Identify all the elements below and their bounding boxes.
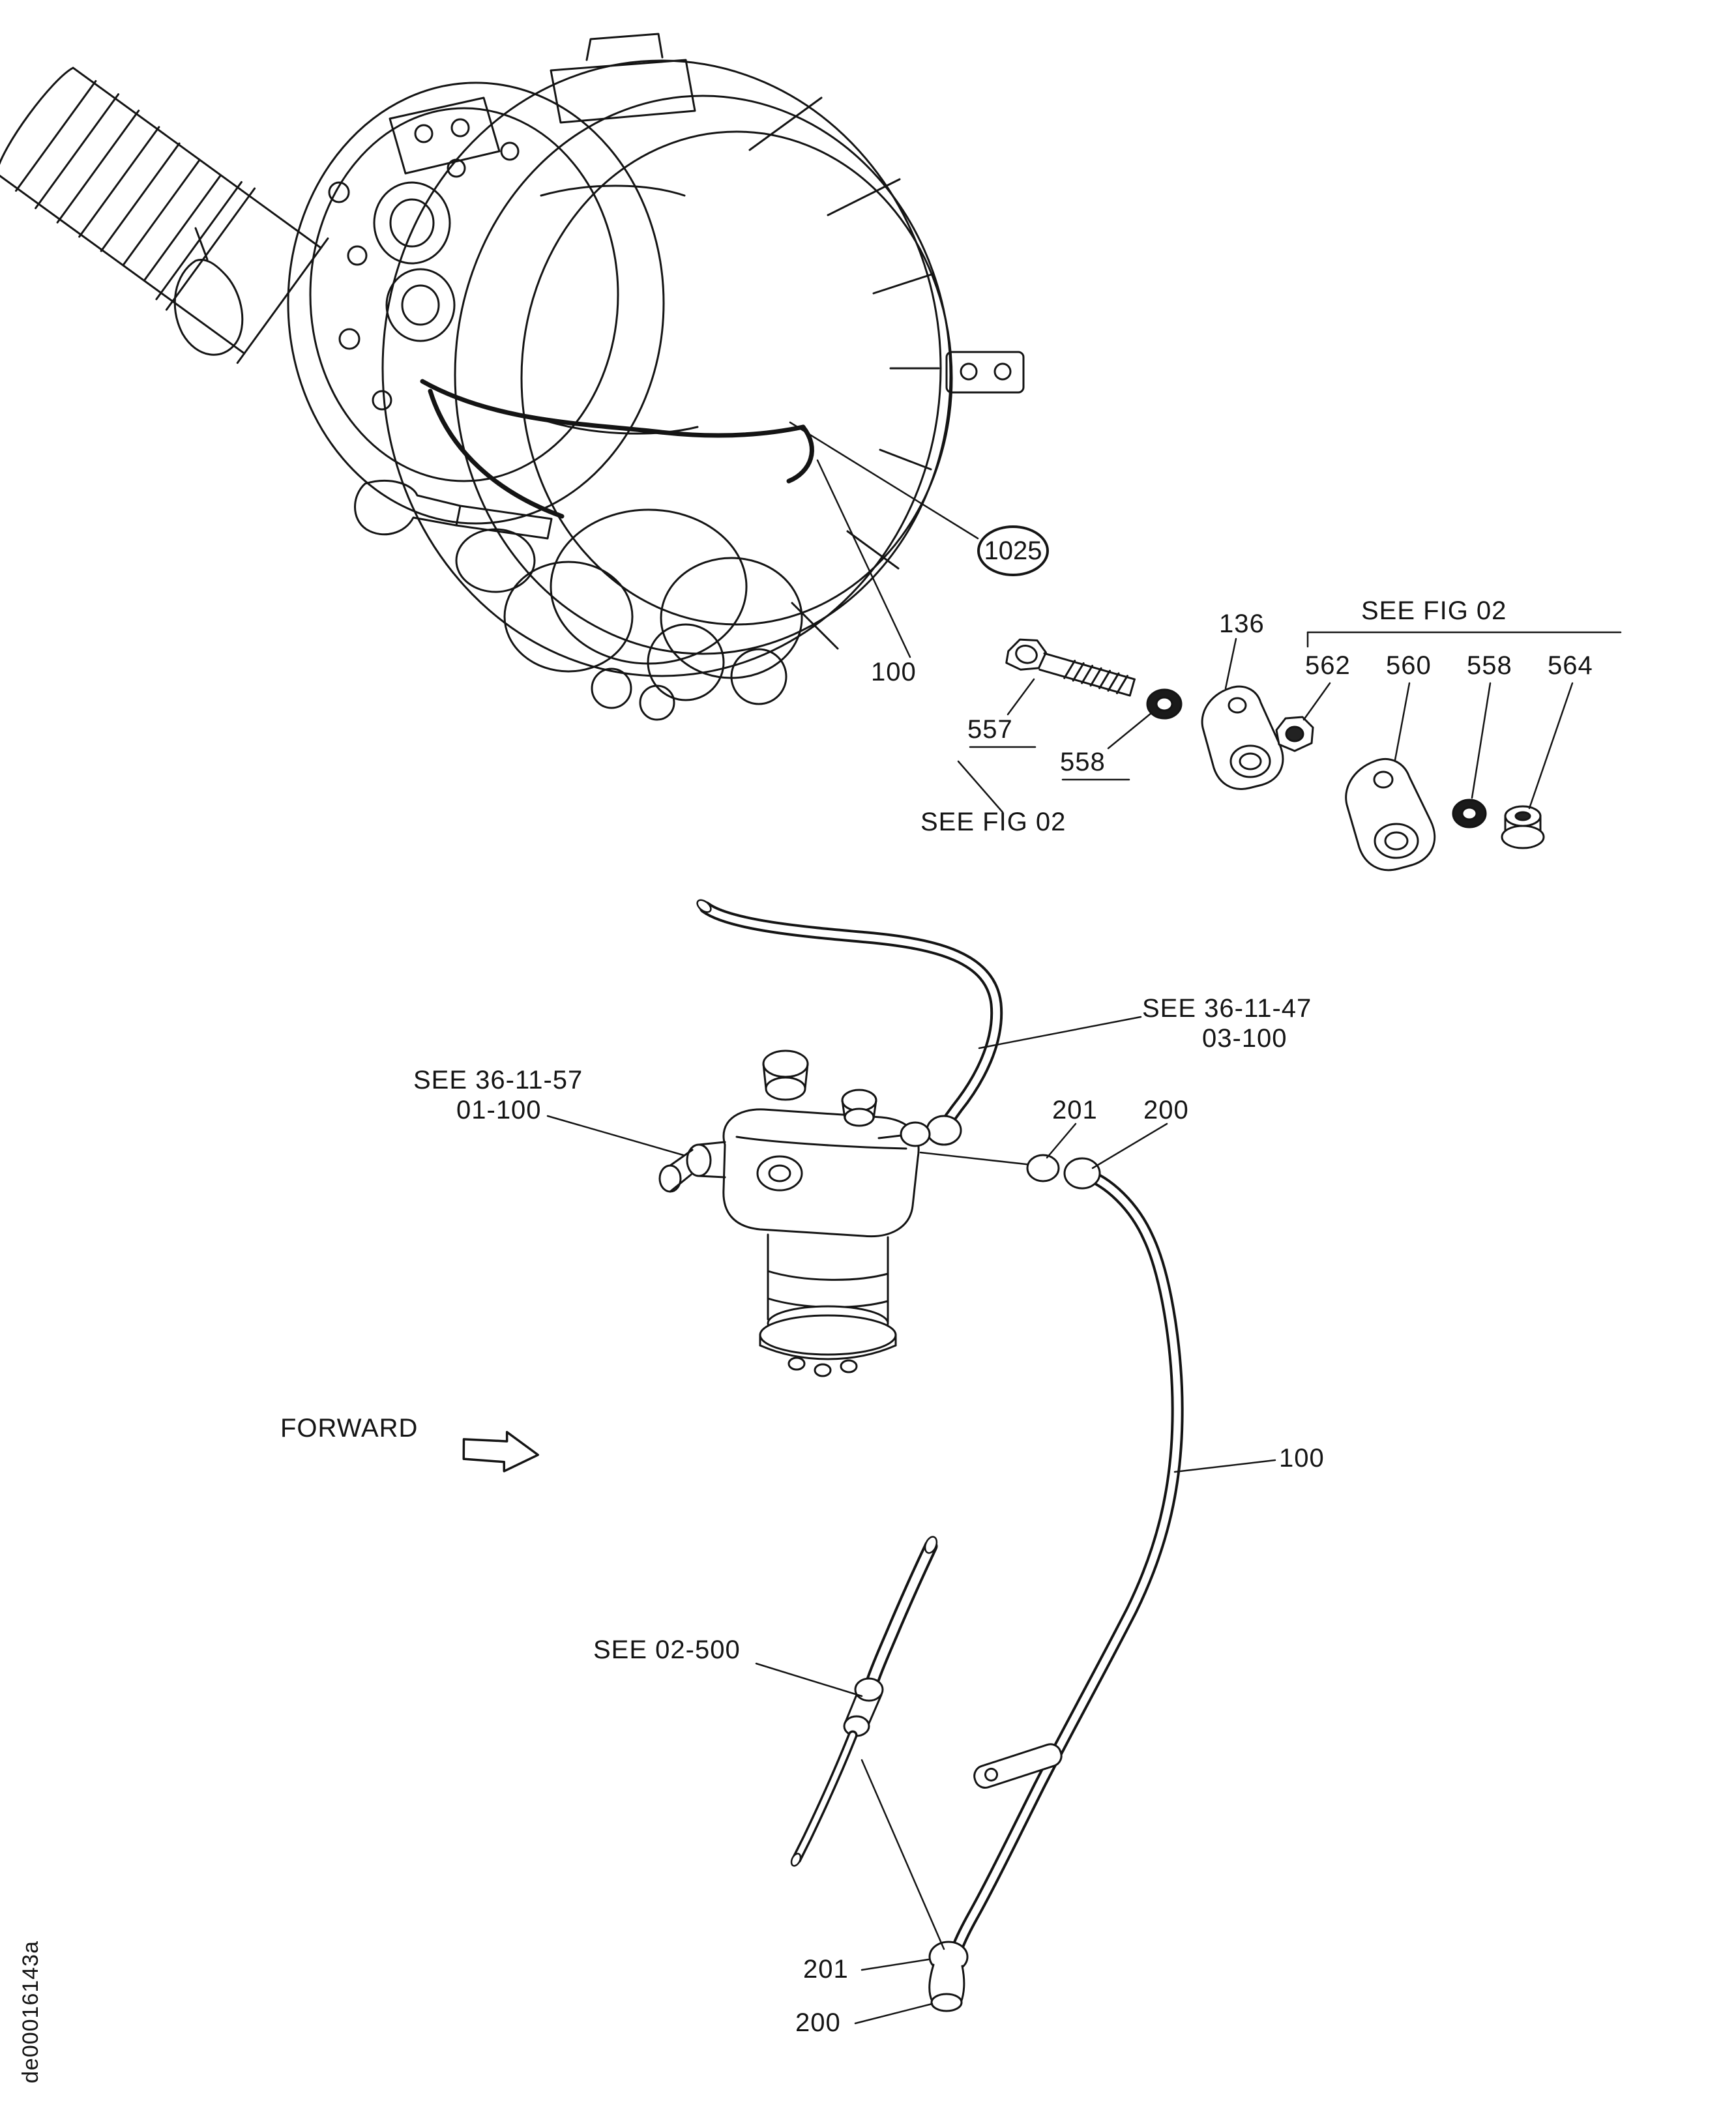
part-label-564: 564 xyxy=(1548,651,1593,680)
bolt-557-drawing xyxy=(1005,638,1136,697)
forward-label: FORWARD xyxy=(280,1414,419,1443)
see-fig-02-left-label: SEE FIG 02 xyxy=(920,808,1067,836)
pipe-03-100-drawing xyxy=(696,899,1003,1147)
washer-558-right-drawing xyxy=(1452,799,1487,829)
see-fig-02-right-label: SEE FIG 02 xyxy=(1361,596,1507,625)
part-label-562: 562 xyxy=(1305,651,1351,680)
ref-see-02-500-label: SEE 02-500 xyxy=(593,1636,741,1664)
part-label-558-left: 558 xyxy=(1060,748,1106,776)
ref-01-100-label: 01-100 xyxy=(456,1096,542,1124)
ref-see-36-11-57-label: SEE 36-11-57 xyxy=(413,1066,583,1094)
pipe-clip-drawing xyxy=(973,1743,1063,1789)
ref-03-100-label: 03-100 xyxy=(1202,1024,1287,1053)
leader-lines xyxy=(546,421,1622,2025)
washer-558-left-drawing xyxy=(1146,688,1183,720)
part-label-200-mid: 200 xyxy=(1143,1096,1189,1124)
engine-assembly-drawing xyxy=(0,33,1025,721)
ref-see-36-11-47-label: SEE 36-11-47 xyxy=(1142,994,1312,1023)
part-label-100-engine: 100 xyxy=(871,658,917,686)
valve-assembly-drawing xyxy=(658,1049,920,1377)
elbow-200-bottom-drawing xyxy=(928,1941,969,2012)
part-label-201-mid: 201 xyxy=(1052,1096,1098,1124)
pipe-100-drawing xyxy=(928,1154,1184,2012)
part-label-200-bottom: 200 xyxy=(795,2008,841,2037)
clamp-136-drawing xyxy=(1201,685,1284,790)
nut-564-drawing xyxy=(1501,805,1545,849)
part-label-201-bottom: 201 xyxy=(803,1955,849,1984)
callout-1025-circle: 1025 xyxy=(977,525,1049,576)
hose-02-500-drawing xyxy=(790,1536,938,1867)
clamp-560-drawing xyxy=(1345,757,1436,872)
part-label-558-right: 558 xyxy=(1467,651,1512,680)
part-label-560: 560 xyxy=(1386,651,1432,680)
part-label-100-pipe: 100 xyxy=(1279,1444,1325,1473)
forward-arrow xyxy=(462,1431,540,1473)
part-label-1025: 1025 xyxy=(984,536,1042,565)
part-label-557: 557 xyxy=(967,715,1013,744)
valve-port-centerline xyxy=(919,1151,1039,1167)
document-id: de00016143a xyxy=(18,1940,43,2083)
part-label-136: 136 xyxy=(1219,609,1265,638)
nut-562-drawing xyxy=(1275,716,1314,752)
